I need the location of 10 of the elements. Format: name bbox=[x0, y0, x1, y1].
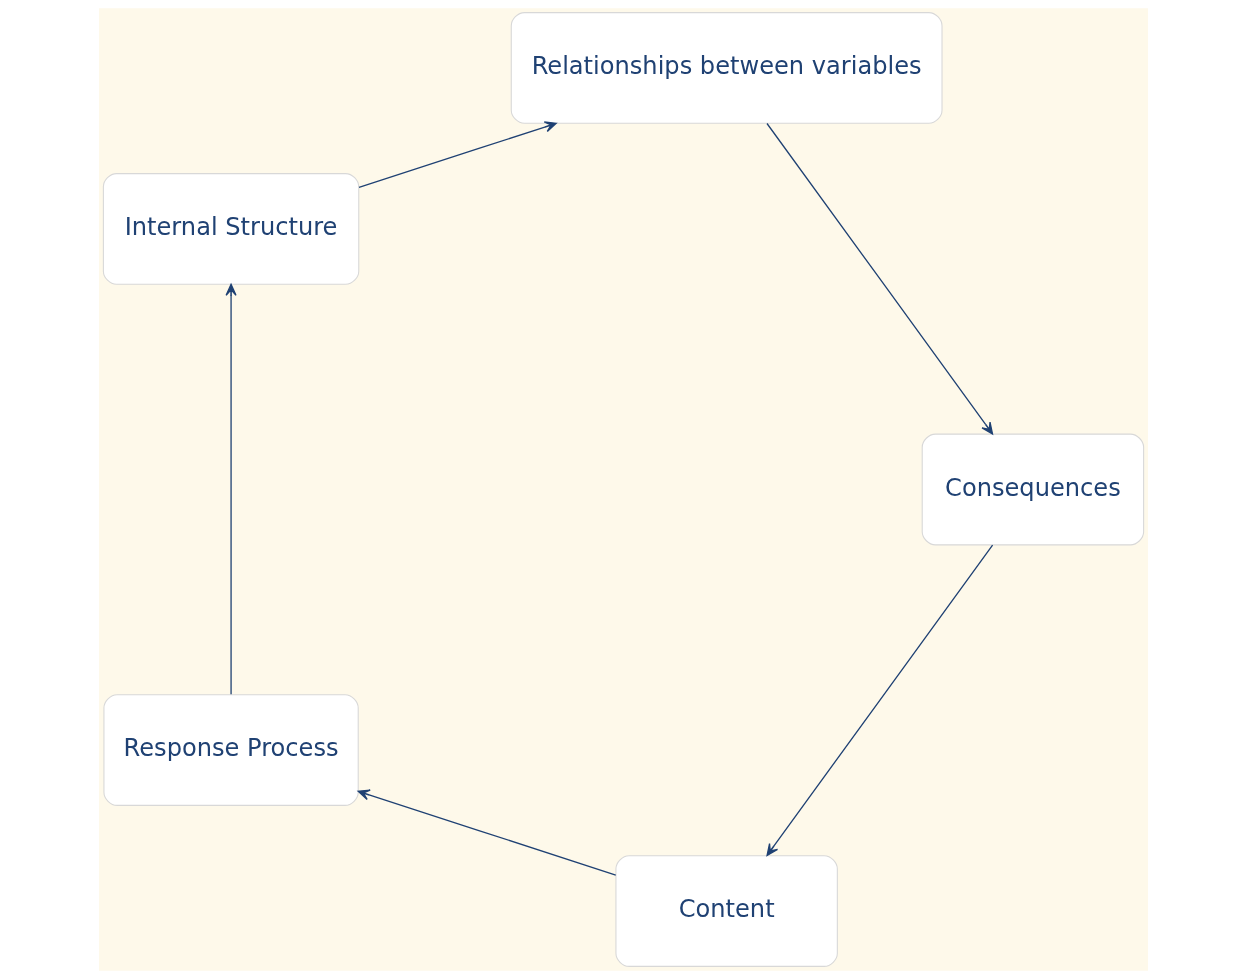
arrow bbox=[357, 789, 616, 876]
arrow bbox=[225, 283, 237, 695]
arrow bbox=[765, 544, 993, 857]
node-box: Response Process bbox=[102, 694, 359, 806]
node-box: Relationships between variables bbox=[510, 12, 943, 124]
node-box: Consequences bbox=[921, 433, 1144, 546]
node-box: Internal Structure bbox=[102, 173, 359, 285]
arrow bbox=[357, 121, 557, 189]
arrow bbox=[765, 122, 993, 435]
node-box: Content bbox=[614, 855, 838, 967]
